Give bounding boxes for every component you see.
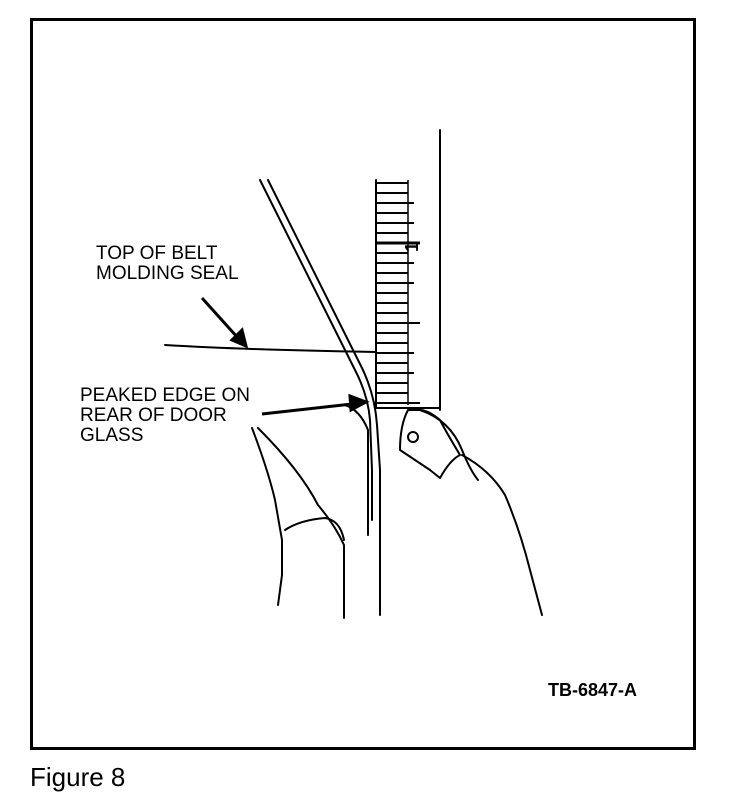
peaked-edge-leader: [261, 402, 353, 416]
door-peak-curve: [344, 404, 369, 536]
seal-clip-inner: [419, 409, 479, 481]
belt-seal-line: [164, 344, 376, 353]
ruler-major-label: 1: [402, 242, 422, 252]
belt-seal-leader: [200, 296, 240, 340]
door-glass-outer-edge: [259, 179, 373, 521]
door-inner-panel-2: [257, 427, 345, 619]
seal-clip-hole: [407, 431, 419, 443]
door-inner-panel: [251, 427, 283, 606]
belt-seal-label-line-1: TOP OF BELT: [96, 243, 218, 264]
figure-caption: Figure 8: [30, 762, 126, 792]
peaked-edge-arrowhead: [348, 393, 370, 413]
peaked-edge-label-line-2: REAR OF DOOR: [80, 405, 227, 426]
figure-frame: [30, 18, 696, 750]
door-bracket: [284, 517, 345, 541]
belt-seal-label-line-2: MOLDING SEAL: [96, 263, 239, 284]
peaked-edge-label-line-3: GLASS: [80, 425, 144, 446]
figure-code: TB-6847-A: [548, 680, 638, 700]
peaked-edge-label-line-1: PEAKED EDGE ON: [80, 385, 250, 406]
belt-seal-label: TOP OF BELT MOLDING SEAL: [96, 244, 239, 284]
door-glass-inner-edge: [267, 179, 381, 616]
belt-seal-arrowhead: [229, 327, 249, 349]
peaked-edge-label: PEAKED EDGE ON REAR OF DOOR GLASS: [80, 386, 250, 446]
seal-clip: [399, 409, 461, 479]
ruler-ticks: [376, 180, 420, 405]
door-outer-panel: [461, 454, 543, 616]
